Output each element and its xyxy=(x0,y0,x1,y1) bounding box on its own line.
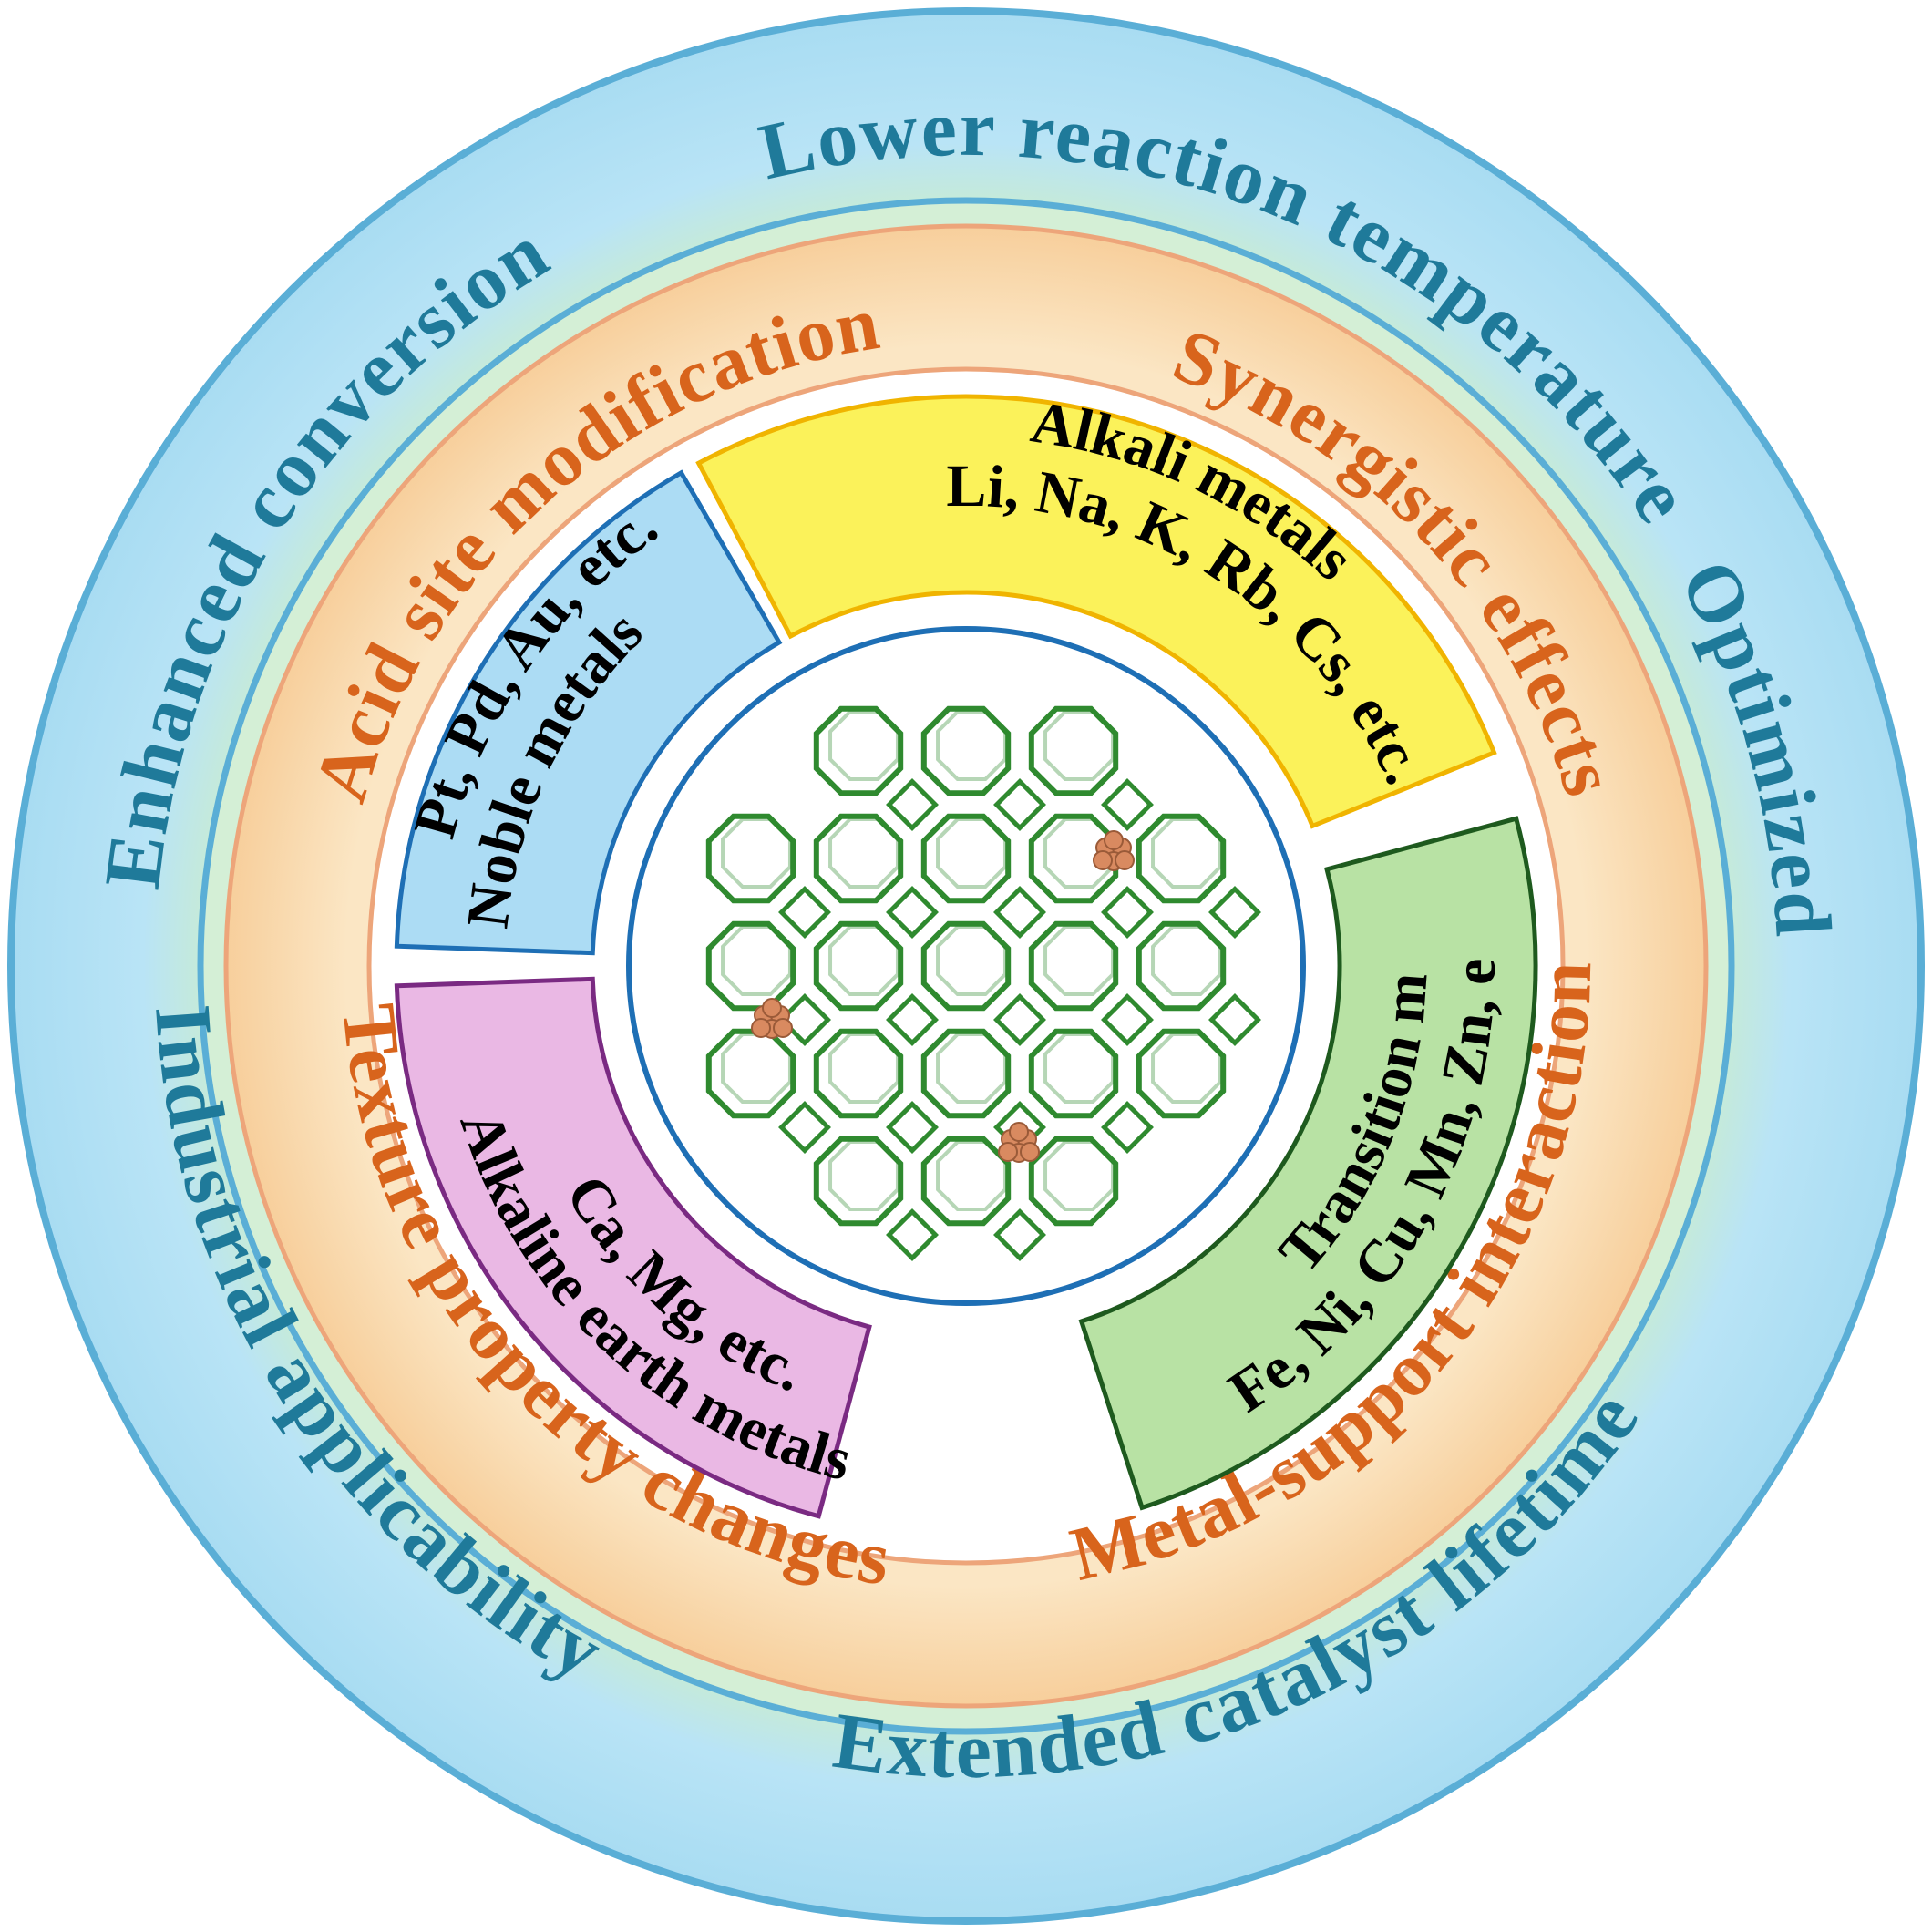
framework-pore xyxy=(813,813,904,904)
framework-link xyxy=(993,886,1046,939)
metal-atom xyxy=(998,1142,1018,1162)
metal-atom xyxy=(773,1018,793,1038)
framework-pore-depth xyxy=(936,817,1007,889)
segment-transition xyxy=(1078,816,1538,1511)
framework-pore-depth xyxy=(936,925,1007,996)
framework-pore xyxy=(920,813,1012,904)
framework-pore-depth xyxy=(721,817,792,889)
framework-pore-depth xyxy=(936,1033,1007,1104)
framework-link xyxy=(993,993,1046,1046)
metal-atom xyxy=(1093,850,1113,870)
metal-atom xyxy=(1115,850,1135,870)
metal-atom xyxy=(762,998,782,1018)
framework-pore xyxy=(1028,1136,1119,1227)
framework-link xyxy=(778,1101,831,1154)
framework-pore xyxy=(1136,813,1227,904)
framework-link xyxy=(778,993,831,1046)
framework-link xyxy=(993,778,1046,831)
framework-pore-depth xyxy=(828,817,899,889)
framework-pore xyxy=(813,1136,904,1227)
framework-link xyxy=(886,778,939,831)
framework-pore xyxy=(1136,1028,1227,1119)
segment-alkaline-earth xyxy=(394,976,872,1519)
framework-pore-depth xyxy=(1043,1033,1115,1104)
framework-pore-depth xyxy=(1043,817,1115,889)
framework-link xyxy=(1101,993,1154,1046)
framework-link xyxy=(1208,993,1261,1046)
framework-link xyxy=(886,1208,939,1261)
framework-pore-depth xyxy=(828,925,899,996)
framework-pore-depth xyxy=(1043,1140,1115,1211)
framework-link xyxy=(1101,778,1154,831)
framework-pore xyxy=(1028,1028,1119,1119)
framework-link xyxy=(1208,886,1261,939)
framework-pore-depth xyxy=(721,1033,792,1104)
framework-pore xyxy=(705,813,796,904)
framework-link xyxy=(1101,886,1154,939)
metal-atom xyxy=(751,1018,771,1038)
framework-pore-depth xyxy=(1151,817,1222,889)
framework-link xyxy=(886,993,939,1046)
framework-pore xyxy=(920,1028,1012,1119)
framework-pore xyxy=(920,920,1012,1012)
metal-atom xyxy=(1104,830,1124,850)
framework-pore-depth xyxy=(1151,1033,1222,1104)
metal-clusters xyxy=(751,830,1135,1163)
framework-pore-depth xyxy=(1043,925,1115,996)
framework-pore-depth xyxy=(1043,710,1115,781)
framework-pore-depth xyxy=(828,710,899,781)
framework-link xyxy=(886,886,939,939)
framework-pore xyxy=(705,1028,796,1119)
metal-segments xyxy=(394,394,1538,1519)
framework-link xyxy=(993,1208,1046,1261)
center-circle xyxy=(626,626,1306,1306)
metal-atom xyxy=(1020,1142,1040,1162)
framework-pore xyxy=(1028,920,1119,1012)
framework-pore xyxy=(813,920,904,1012)
framework-pore-depth xyxy=(721,925,792,996)
framework-pore xyxy=(920,705,1012,796)
framework-pore-depth xyxy=(936,710,1007,781)
framework-link xyxy=(1101,1101,1154,1154)
zeolite-framework xyxy=(705,705,1261,1261)
framework-pore xyxy=(1136,920,1227,1012)
framework-pore-depth xyxy=(828,1033,899,1104)
framework-link xyxy=(778,886,831,939)
framework-pore xyxy=(813,1028,904,1119)
framework-pore xyxy=(813,705,904,796)
framework-pore-depth xyxy=(1151,925,1222,996)
segment-noble xyxy=(394,469,783,956)
framework-link xyxy=(886,1101,939,1154)
metal-atom xyxy=(1009,1122,1029,1142)
framework-pore xyxy=(1028,705,1119,796)
framework-pore-depth xyxy=(828,1140,899,1211)
segment-alkali xyxy=(695,394,1497,829)
